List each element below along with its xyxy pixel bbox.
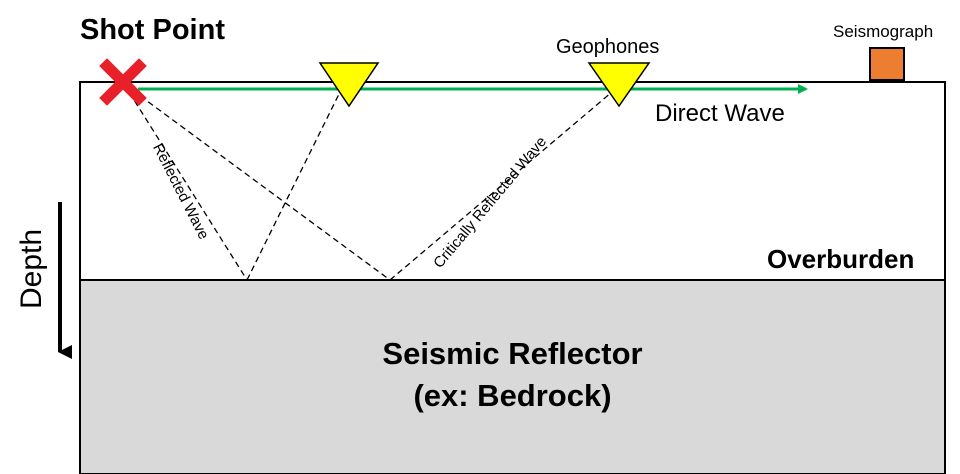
critical-wave-up-path [389, 91, 613, 281]
seismic-reflector-line1: Seismic Reflector [382, 336, 643, 371]
seismograph-icon [869, 47, 905, 81]
geophone-2-icon [587, 62, 651, 108]
reflected-wave-up-path [246, 91, 341, 281]
shot-point-icon [99, 58, 147, 106]
geophones-label: Geophones [556, 36, 660, 58]
direct-wave-label: Direct Wave [655, 100, 785, 127]
overburden-layer [79, 81, 946, 281]
geophone-1-icon [318, 62, 380, 108]
overburden-label: Overburden [767, 244, 915, 274]
seismic-reflector-layer [79, 279, 946, 474]
seismograph-label: Seismograph [833, 22, 934, 41]
seismic-reflector-label: Seismic Reflector (ex: Bedrock) [80, 333, 945, 417]
critical-wave-down-path [123, 83, 391, 281]
shot-point-label: Shot Point [80, 14, 225, 46]
depth-label: Depth [15, 228, 49, 310]
reflected-wave-down-path [123, 83, 248, 281]
seismic-reflector-line2: (ex: Bedrock) [413, 378, 612, 413]
